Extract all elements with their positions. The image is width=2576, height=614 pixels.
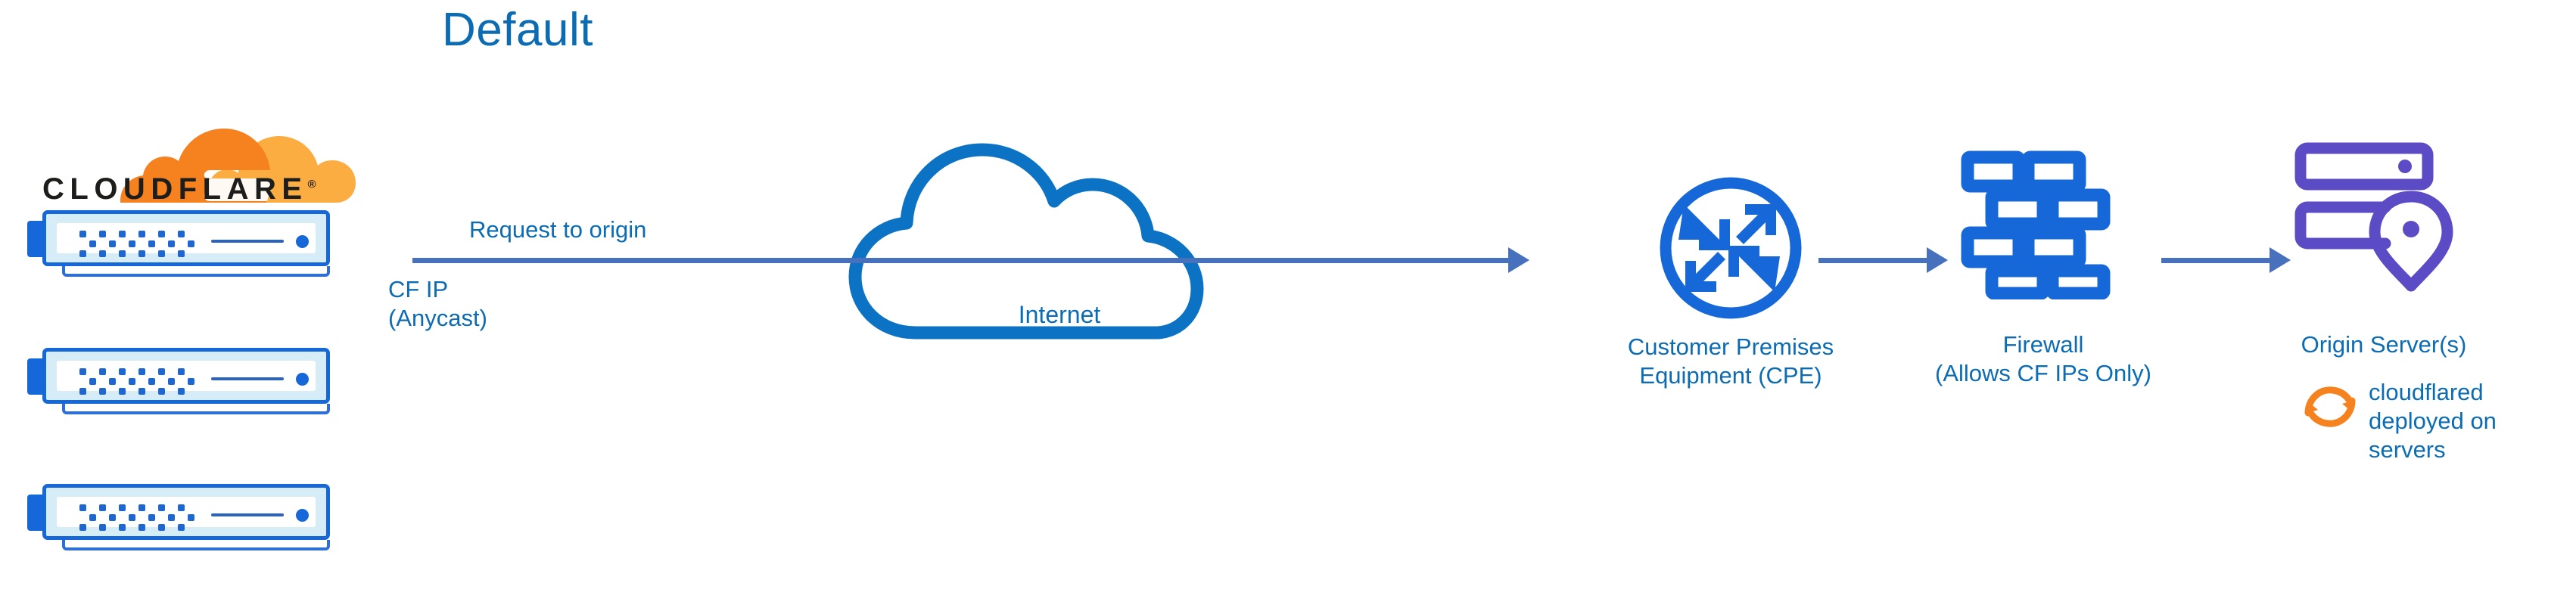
server-status-line [211, 513, 284, 516]
cf-ip-line-2: (Anycast) [388, 304, 487, 331]
connector-cpe-to-firewall-arrowhead [1927, 247, 1948, 273]
origin-server-label: Origin Server(s) [2301, 331, 2467, 358]
server-status-line [211, 377, 284, 380]
cloud-icon [825, 106, 1294, 355]
connector-cpe-to-firewall-line [1818, 258, 1928, 263]
cf-ip-anycast-label: CF IP (Anycast) [388, 275, 487, 333]
server-faceplate [57, 223, 316, 253]
server-faceplate [57, 361, 316, 391]
server-chassis [42, 348, 330, 404]
server-chassis [42, 210, 330, 266]
registered-mark: ® [307, 178, 316, 191]
server-vent-grid [79, 228, 207, 257]
cloudflared-note-label: cloudflared deployed on servers [2369, 378, 2558, 464]
server-vent-grid [79, 501, 207, 531]
server-led-icon [296, 235, 309, 248]
server-base-shadow [62, 540, 330, 550]
cloudflared-note-line-2: deployed on [2369, 408, 2497, 435]
connector-edge-to-cpe-arrowhead [1508, 247, 1529, 273]
server-rack-unit-3[interactable] [27, 484, 330, 550]
server-vent-grid [79, 365, 207, 395]
firewall-label-line-2: (Allows CF IPs Only) [1935, 360, 2151, 387]
connector-firewall-to-origin-arrowhead [2270, 247, 2291, 273]
page-title: Default [442, 4, 593, 56]
connector-firewall-to-origin-line [2161, 258, 2271, 263]
server-base-shadow [62, 404, 330, 414]
server-faceplate [57, 497, 316, 527]
router-icon[interactable] [1648, 172, 1813, 324]
sync-arrows-icon [2301, 380, 2360, 434]
wordmark-text: CLOUDFLARE [42, 172, 308, 206]
firewall-label-line-1: Firewall [2002, 331, 2084, 358]
cloudflared-note-line-1: cloudflared [2369, 379, 2484, 405]
internet-label: Internet [1018, 301, 1101, 328]
cloudflare-wordmark: CLOUDFLARE® [42, 172, 316, 206]
server-chassis [42, 484, 330, 540]
brick-wall-icon[interactable] [1958, 148, 2119, 300]
server-rack-unit-2[interactable] [27, 348, 330, 414]
cloudflare-logo-icon [39, 110, 357, 209]
firewall-label: Firewall (Allows CF IPs Only) [1892, 330, 2195, 389]
cpe-label-line-1: Customer Premises [1627, 333, 1834, 360]
server-led-icon [296, 509, 309, 522]
request-to-origin-label: Request to origin [469, 216, 647, 243]
server-status-line [211, 240, 284, 243]
cpe-label: Customer Premises Equipment (CPE) [1538, 333, 1924, 391]
cf-ip-line-1: CF IP [388, 276, 449, 302]
connector-edge-to-cpe-line [412, 258, 1510, 263]
server-pin-icon[interactable] [2293, 141, 2475, 296]
cloudflared-note-line-3: servers [2369, 436, 2446, 464]
cpe-label-line-2: Equipment (CPE) [1639, 362, 1822, 389]
server-rack-unit-1[interactable] [27, 210, 330, 277]
server-led-icon [296, 373, 309, 386]
server-base-shadow [62, 266, 330, 277]
